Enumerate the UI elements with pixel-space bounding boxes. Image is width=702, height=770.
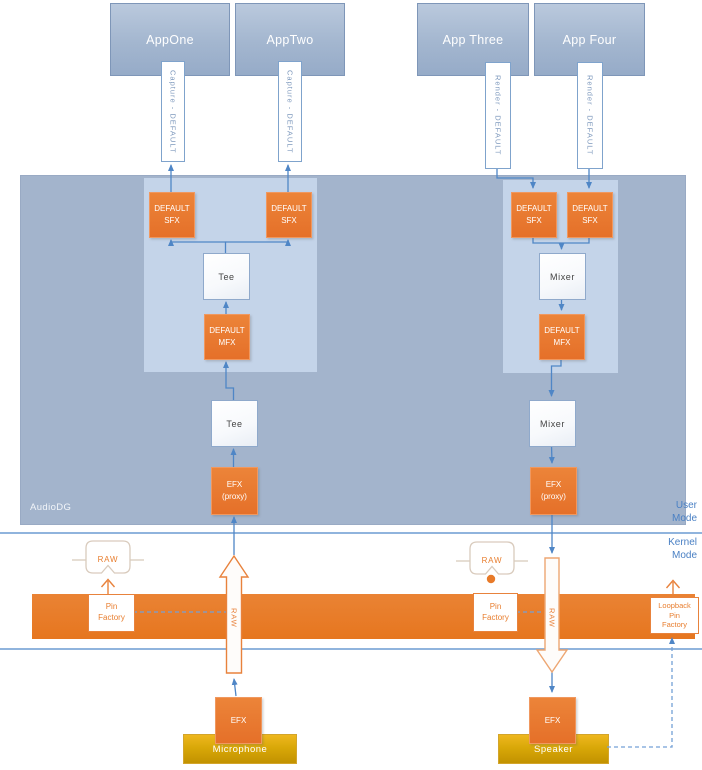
capture-raw-stream-label: RAW xyxy=(229,608,239,628)
render-sfx-app3-box: DEFAULT SFX xyxy=(511,192,557,238)
capture-tee-lower-box: Tee xyxy=(211,400,258,447)
user-mode-label: User Mode xyxy=(671,500,697,524)
capture-mfx-box: DEFAULT MFX xyxy=(204,314,250,360)
render-mixer-upper-box: Mixer xyxy=(539,253,586,300)
speaker-label: Speaker xyxy=(534,743,573,755)
app-three-box: App Three xyxy=(417,3,529,76)
capture-tee-upper-box: Tee xyxy=(203,253,250,300)
app-two-label: AppTwo xyxy=(266,32,314,47)
render-raw-pin-badge xyxy=(456,541,528,575)
render-pin-factory-box: Pin Factory xyxy=(473,593,518,632)
capture-sfx-app1-box: DEFAULT SFX xyxy=(149,192,195,238)
capture-raw-stream-arrow xyxy=(218,554,250,674)
loopback-pin-factory-box: Loopback Pin Factory xyxy=(650,597,699,634)
capture-raw-pin-badge xyxy=(72,540,144,574)
render-raw-stream-label: RAW xyxy=(547,608,557,628)
render-pin-dot xyxy=(486,574,496,584)
capture-pin-factory-box: Pin Factory xyxy=(88,594,135,632)
capture-efx-proxy-box: EFX (proxy) xyxy=(211,467,258,515)
microphone-efx-box: EFX xyxy=(215,697,262,744)
speaker-efx-box: EFX xyxy=(529,697,576,744)
app-four-label: App Four xyxy=(562,32,617,47)
render-mixer-lower-box: Mixer xyxy=(529,400,576,447)
app-four-box: App Four xyxy=(534,3,645,76)
app-three-render-pipe: Render - DEFAULT xyxy=(485,62,511,169)
app-three-label: App Three xyxy=(442,32,504,47)
render-flow-arrows xyxy=(496,167,592,693)
render-raw-stream-arrow xyxy=(535,557,569,674)
dashed-association-lines xyxy=(133,611,675,748)
audiodg-region-label: AudioDG xyxy=(30,502,72,513)
capture-sfx-app2-box: DEFAULT SFX xyxy=(266,192,312,238)
kernel-mode-label: Kernel Mode xyxy=(668,537,697,561)
app-four-render-pipe: Render - DEFAULT xyxy=(577,62,603,169)
capture-flow-arrows xyxy=(168,164,291,697)
render-raw-badge-label: RAW xyxy=(481,555,503,565)
pin-factory-arrows xyxy=(100,578,681,595)
kernel-streaming-bus xyxy=(32,594,695,639)
app-two-capture-pipe: Capture - DEFAULT xyxy=(278,61,302,162)
render-efx-proxy-box: EFX (proxy) xyxy=(530,467,577,515)
mode-boundary-lines xyxy=(0,532,702,650)
render-mfx-box: DEFAULT MFX xyxy=(539,314,585,360)
capture-raw-badge-label: RAW xyxy=(97,554,119,564)
app-one-label: AppOne xyxy=(146,32,194,47)
app-one-capture-pipe: Capture - DEFAULT xyxy=(161,61,185,162)
render-sfx-app4-box: DEFAULT SFX xyxy=(567,192,613,238)
microphone-label: Microphone xyxy=(212,743,268,755)
